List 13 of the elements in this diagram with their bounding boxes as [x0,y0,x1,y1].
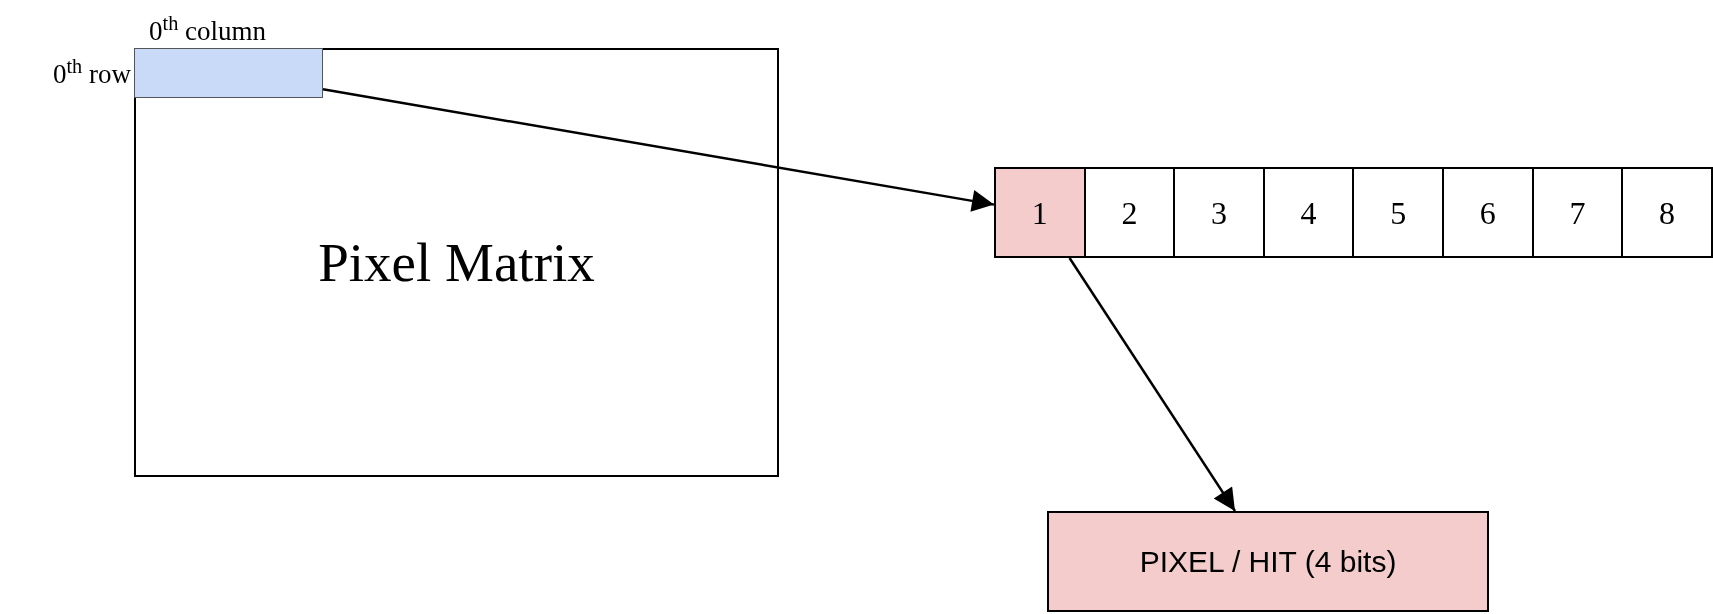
row-label: 0$^{th}$ row [53,61,131,88]
pixel-cell: 5 [1352,167,1444,258]
pixel-cell: 8 [1621,167,1713,258]
pixel-cell: 6 [1442,167,1534,258]
arrow [1068,257,1237,512]
pixel-cell: 2 [1083,167,1176,258]
pixel-cell: 7 [1531,167,1624,258]
column-label: 0$^{th}$ column [149,18,266,45]
arrow [322,88,995,212]
pixel-hit-box: PIXEL / HIT (4 bits) [1047,511,1489,612]
pixel-cell: 4 [1262,167,1355,258]
pixel-cell: 3 [1173,167,1265,258]
pixel-cell: 1 [994,167,1086,258]
